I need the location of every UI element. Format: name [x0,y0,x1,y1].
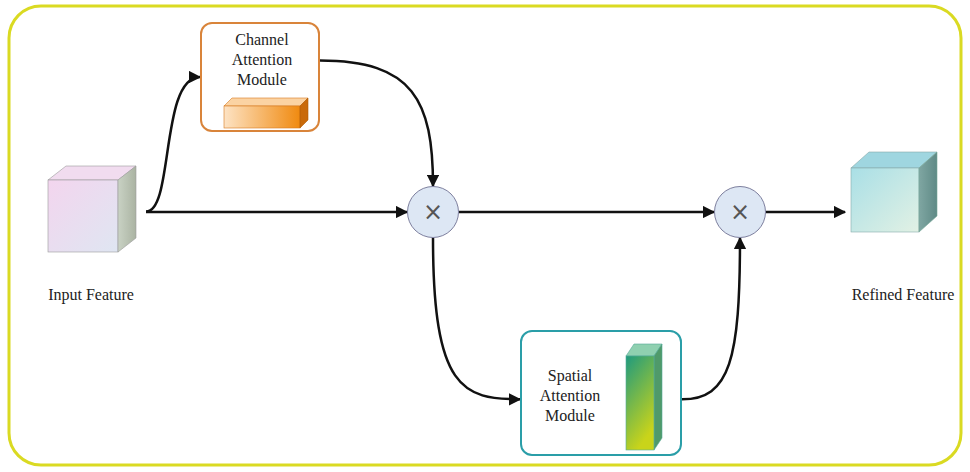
flow-arrow [320,61,433,187]
node-label: Refined Feature [845,285,961,305]
attention-box: Channel Attention Module [200,22,320,132]
node-label: Spatial Attention Module [528,366,612,426]
attention-box: Spatial Attention Module [520,330,682,456]
flow-arrow [433,238,520,399]
multiply-circle: × [714,186,766,238]
shape-illustration [845,146,961,308]
node-label: Input Feature [36,285,146,305]
flow-arrow [766,211,845,214]
flow-arrow [146,211,407,214]
frame-border [9,6,961,465]
node-label: × [423,200,443,224]
flow-arrow [146,77,200,212]
refined-feature: Refined Feature [845,146,961,311]
multiply-circle: × [407,186,459,238]
node-label: × [730,200,750,224]
node-label: Channel Attention Module [212,30,312,90]
flow-arrow [682,238,740,399]
shape-illustration [36,158,146,308]
flow-arrow [459,211,714,214]
input-feature: Input Feature [36,158,146,311]
